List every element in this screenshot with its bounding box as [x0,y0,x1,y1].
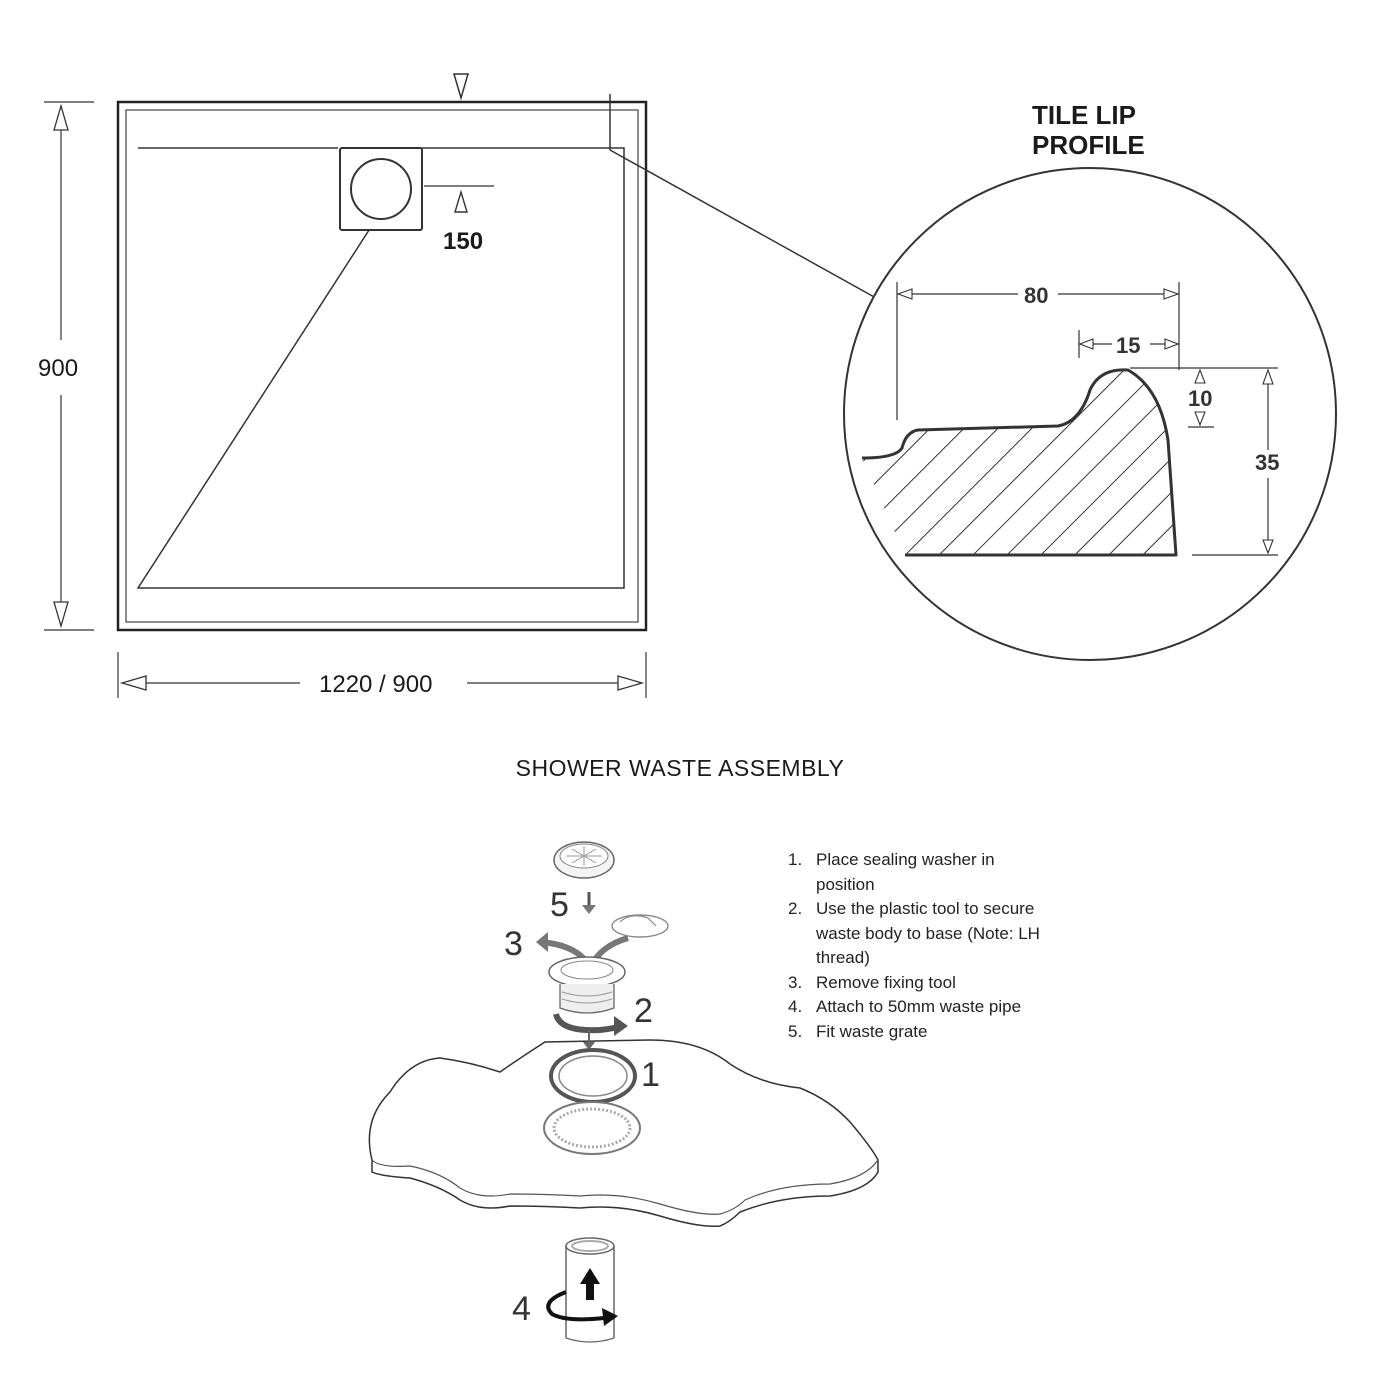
callout-1: 1 [641,1056,660,1094]
dim-10-label: 10 [1188,386,1212,411]
profile-title-line1: TILE LIP [1032,100,1136,130]
waste-body-icon [548,956,626,1014]
step-item: 1.Place sealing washer in position [788,850,995,894]
lip-profile-section [861,368,1178,557]
tray-basin [136,147,625,589]
step-item: 2.Use the plastic tool to secure waste b… [788,899,1040,967]
assembly-heading: SHOWER WASTE ASSEMBLY [515,755,845,781]
callout-3: 3 [504,925,523,963]
waste-circle [350,158,412,220]
shower-tray-plan [116,73,648,632]
callout-4: 4 [512,1290,531,1328]
center-marker-icon [453,73,469,101]
rotate-arrow-icon [553,1012,625,1034]
waste-offset-label: 150 [443,228,483,255]
detail-leader-line [609,149,877,299]
twist-arrow-icon [546,1290,605,1322]
step-item: 4.Attach to 50mm waste pipe [788,997,1022,1016]
height-label: 900 [38,355,78,382]
dim-15-label: 15 [1116,333,1140,358]
dim-35-label: 35 [1255,450,1279,475]
step-item: 5.Fit waste grate [788,1021,928,1041]
dim-80 [896,282,1180,420]
waste-dim-arrow-icon [454,189,468,213]
assembly-steps: 1.Place sealing washer in position 2.Use… [788,848,1048,1044]
fixing-tool-icon [611,914,669,938]
dim-80-label: 80 [1024,283,1048,308]
width-dimension [117,652,647,698]
dim-10-35 [1130,367,1278,556]
dim-15 [1078,330,1180,358]
height-dimension [44,101,94,631]
tray-outline [116,100,648,632]
tray-inner-edge [125,109,639,623]
slab-opening-icon [543,1101,641,1155]
callout-5: 5 [550,886,569,924]
width-label: 1220 / 900 [319,671,432,698]
waste-grate-icon [553,841,615,879]
callout-2: 2 [634,992,653,1030]
step-item: 3.Remove fixing tool [788,972,956,992]
profile-title-line2: PROFILE [1032,130,1145,160]
waste-pipe-icon [565,1237,615,1343]
